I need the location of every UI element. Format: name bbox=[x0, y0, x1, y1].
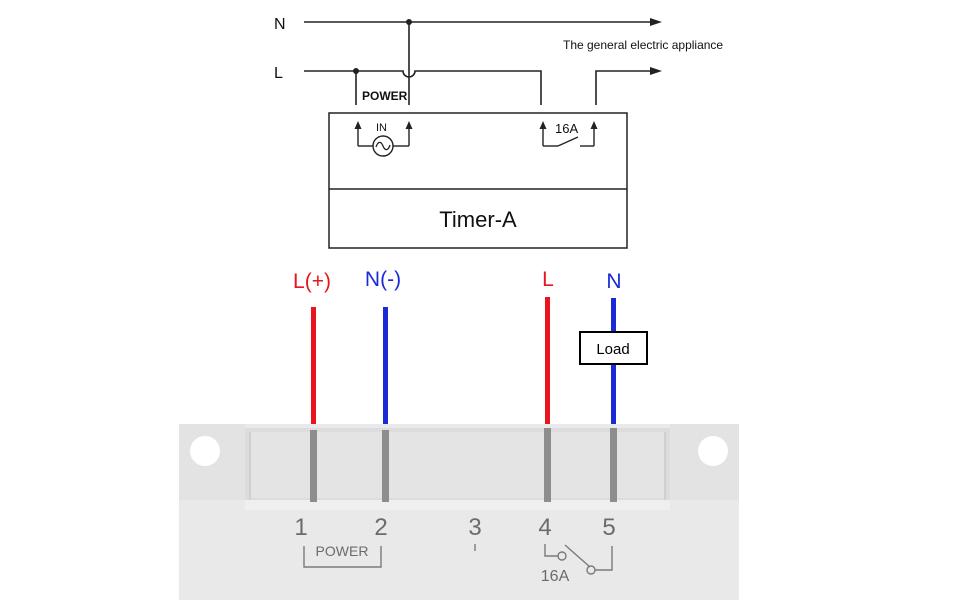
wire-n-label: N bbox=[606, 270, 621, 293]
wire-5-bare-end bbox=[610, 428, 617, 502]
wire-n-minus-label: N(-) bbox=[365, 268, 401, 291]
terminal-recess-inner bbox=[250, 432, 665, 498]
wire-1-bare-end bbox=[310, 430, 317, 502]
in-label: IN bbox=[376, 122, 387, 134]
appliance-line bbox=[595, 70, 652, 105]
terminal-relay-rating: 16A bbox=[541, 568, 570, 585]
terminal-block: 1 2 3 4 5 POWER 16A bbox=[179, 424, 739, 600]
power-bracket bbox=[303, 546, 382, 568]
terminal-5-number: 5 bbox=[602, 514, 615, 541]
terminal-ledge bbox=[245, 500, 670, 510]
l-line bbox=[304, 70, 542, 105]
schematic: N L The general electric appliance POWER… bbox=[274, 16, 723, 249]
appliance-arrow-icon bbox=[650, 67, 662, 75]
ac-input-symbol: IN bbox=[354, 121, 413, 157]
wiring: L(+) N(-) L N Load bbox=[293, 268, 648, 430]
wire-4-bare-end bbox=[544, 428, 551, 502]
terminal-1-number: 1 bbox=[294, 514, 307, 541]
in-arrow-left-icon bbox=[354, 121, 362, 129]
wire-5-blue-lower bbox=[611, 364, 616, 430]
mounting-hole-left bbox=[190, 436, 220, 466]
terminal-2-number: 2 bbox=[374, 514, 387, 541]
in-arrow-right-icon bbox=[405, 121, 413, 129]
load-box bbox=[579, 331, 648, 365]
n-line-arrow-icon bbox=[650, 18, 662, 26]
timer-box bbox=[328, 112, 628, 249]
wire-l-plus-label: L(+) bbox=[293, 270, 331, 293]
line-l-label: L bbox=[274, 65, 283, 82]
relay-arrow-left-icon bbox=[539, 121, 547, 129]
appliance-label: The general electric appliance bbox=[563, 38, 723, 52]
load-label: Load bbox=[596, 341, 629, 358]
wire-2-blue bbox=[383, 307, 388, 430]
relay-arrow-right-icon bbox=[590, 121, 598, 129]
device-name: Timer-A bbox=[439, 207, 517, 232]
power-label: POWER bbox=[362, 89, 408, 103]
wire-l-label: L bbox=[542, 268, 554, 291]
housing-relay-switch-icon bbox=[564, 544, 591, 568]
line-n-label: N bbox=[274, 16, 286, 33]
housing-relay-symbol: 16A bbox=[541, 544, 613, 585]
terminal-4-number: 4 bbox=[538, 514, 551, 541]
terminal-power-label: POWER bbox=[316, 543, 369, 559]
relay-rating: 16A bbox=[555, 121, 578, 136]
relay-switch-icon bbox=[557, 136, 579, 147]
mounting-hole-right bbox=[698, 436, 728, 466]
wire-4-red bbox=[545, 297, 550, 430]
wire-1-red bbox=[311, 307, 316, 430]
terminal-3-number: 3 bbox=[468, 514, 481, 541]
relay-symbol: 16A bbox=[539, 121, 598, 147]
wire-5-blue-upper bbox=[611, 298, 616, 332]
wire-2-bare-end bbox=[382, 430, 389, 502]
